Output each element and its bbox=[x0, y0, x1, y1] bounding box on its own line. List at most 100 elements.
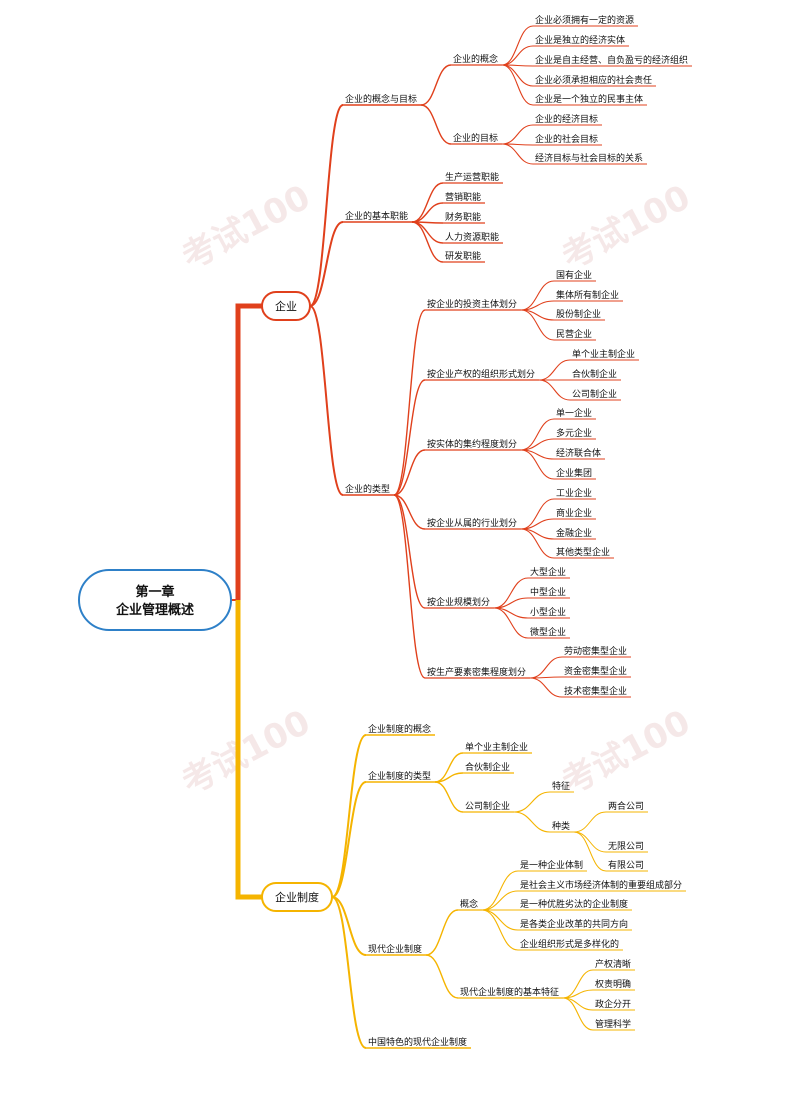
subtopic-73b04ee34f014e1a52365ea6[interactable]: 现代企业制度的基本特征 bbox=[460, 986, 559, 998]
item-4e2d578b4f014e1a[interactable]: 中型企业 bbox=[530, 586, 566, 598]
item-67099650516c53f8[interactable]: 有限公司 bbox=[608, 859, 644, 871]
item-4f014e1a5fc5987b62e56709[interactable]: 企业必须拥有一定的资源 bbox=[535, 14, 634, 26]
item-6c1184254f014e1a[interactable]: 民营企业 bbox=[556, 328, 592, 340]
connector-line bbox=[434, 781, 464, 813]
connector-line bbox=[520, 449, 555, 480]
item-4f014e1a76847ecf6d4e76ee[interactable]: 企业的经济目标 bbox=[535, 113, 598, 125]
topic-73b04ee34f014e1a52365ea6[interactable]: 现代企业制度 bbox=[368, 943, 422, 955]
connector-line bbox=[425, 909, 459, 956]
subtopic-751f4ea78fd08425804c80fd[interactable]: 生产运营职能 bbox=[445, 171, 499, 183]
subtopic-4eba529b8d446e90804c80fd[interactable]: 人力资源职能 bbox=[445, 231, 499, 243]
connector-line bbox=[309, 305, 344, 496]
topic-4f014e1a52365ea676847c7b[interactable]: 企业制度的类型 bbox=[368, 770, 431, 782]
connector-line bbox=[393, 494, 426, 609]
item-5fae578b4f014e1a[interactable]: 微型企业 bbox=[530, 626, 566, 638]
branch-node-4f014e1a[interactable]: 企业 bbox=[261, 291, 311, 321]
item-72795f81[interactable]: 特征 bbox=[552, 780, 570, 792]
subtopic-53554e2a4e1a4e3b52364f01[interactable]: 单个业主制企业 bbox=[465, 741, 528, 753]
subtopic-63094f014e1a89c46a215212[interactable]: 按企业规模划分 bbox=[427, 596, 490, 608]
subtopic-63094f014e1a4ece5c5e7684[interactable]: 按企业从属的行业划分 bbox=[427, 517, 517, 529]
connector-line bbox=[420, 104, 452, 145]
item-4f014e1a7684793e4f1a76ee[interactable]: 企业的社会目标 bbox=[535, 133, 598, 145]
connector-line bbox=[411, 182, 444, 223]
item-4f014e1a662f72ec7acb7684[interactable]: 企业是独立的经济实体 bbox=[535, 34, 625, 46]
branch-node-4f014e1a52365ea6[interactable]: 企业制度 bbox=[261, 882, 333, 912]
topic-4f014e1a52365ea676846982[interactable]: 企业制度的概念 bbox=[368, 723, 431, 735]
item-67438d23660e786e[interactable]: 权责明确 bbox=[595, 978, 631, 990]
item-53554e2a4e1a4e3b52364f01[interactable]: 单个业主制企业 bbox=[572, 348, 635, 360]
topic-4f014e1a768457fa672c804c[interactable]: 企业的基本职能 bbox=[345, 210, 408, 222]
connector-line bbox=[562, 997, 594, 1011]
item-51764ed67c7b578b4f014e1a[interactable]: 其他类型企业 bbox=[556, 546, 610, 558]
item-7ecf6d4e805454084f53[interactable]: 经济联合体 bbox=[556, 447, 601, 459]
connector-line bbox=[538, 379, 571, 401]
connector-line bbox=[501, 124, 534, 145]
connector-line bbox=[393, 494, 426, 679]
subtopic-63094f014e1a4ea767437684[interactable]: 按企业产权的组织形式划分 bbox=[427, 368, 535, 380]
item-91d1878d4f014e1a[interactable]: 金融企业 bbox=[556, 527, 592, 539]
connector-line bbox=[393, 494, 426, 530]
item-5c0f578b4f014e1a[interactable]: 小型企业 bbox=[530, 606, 566, 618]
connector-line bbox=[331, 781, 367, 898]
item-662f4e0079cd4f014e1a4f53[interactable]: 是一种企业体制 bbox=[520, 859, 583, 871]
item-662f793e4f1a4e3b4e495e02[interactable]: 是社会主义市场经济体制的重要组成部分 bbox=[520, 879, 682, 891]
item-5de54e1a4f014e1a[interactable]: 工业企业 bbox=[556, 487, 592, 499]
connector-line bbox=[501, 64, 534, 87]
subtopic-6309751f4ea789817d205bc6[interactable]: 按生产要素密集程度划分 bbox=[427, 666, 526, 678]
item-4f014e1a662f81ea4e3b7ecf[interactable]: 企业是自主经营、自负盈亏的经济组织 bbox=[535, 54, 688, 66]
item-5927578b4f014e1a[interactable]: 大型企业 bbox=[530, 566, 566, 578]
item-55464e1a4f014e1a[interactable]: 商业企业 bbox=[556, 507, 592, 519]
subtopic-69825ff5[interactable]: 概念 bbox=[460, 898, 478, 910]
item-7ecf6d4e76ee68074e0e793e[interactable]: 经济目标与社会目标的关系 bbox=[535, 152, 643, 164]
connector-line bbox=[309, 104, 344, 307]
connector-line bbox=[493, 607, 529, 639]
topic-4f014e1a768469825ff54e0e[interactable]: 企业的概念与目标 bbox=[345, 93, 417, 105]
item-516c53f852364f014e1a[interactable]: 公司制企业 bbox=[572, 388, 617, 400]
item-591a51434f014e1a[interactable]: 多元企业 bbox=[556, 427, 592, 439]
subtopic-516c53f852364f014e1a[interactable]: 公司制企业 bbox=[465, 800, 510, 812]
item-8d4491d15bc696c6578b4f01[interactable]: 资金密集型企业 bbox=[564, 665, 627, 677]
connector-line bbox=[393, 379, 426, 496]
item-4ea767436e056670[interactable]: 产权清晰 bbox=[595, 958, 631, 970]
connector-line bbox=[309, 221, 344, 307]
item-96c64f536240670952364f01[interactable]: 集体所有制企业 bbox=[556, 289, 619, 301]
mind-map-connectors bbox=[231, 25, 607, 1049]
item-6280672f5bc696c6578b4f01[interactable]: 技术密集型企业 bbox=[564, 685, 627, 697]
item-56fd67094f014e1a[interactable]: 国有企业 bbox=[556, 269, 592, 281]
branch-node-border bbox=[261, 291, 311, 321]
item-653f4f0152065f00[interactable]: 政企分开 bbox=[595, 998, 631, 1010]
item-4e245408516c53f8[interactable]: 两合公司 bbox=[608, 800, 644, 812]
subtopic-63095b9e4f53768496c67ea6[interactable]: 按实体的集约程度划分 bbox=[427, 438, 517, 450]
item-4f014e1a5fc5987b627f62c5[interactable]: 企业必须承担相应的社会责任 bbox=[535, 74, 652, 86]
subtopic-63094f014e1a768462958d44[interactable]: 按企业的投资主体划分 bbox=[427, 298, 517, 310]
item-65e09650516c53f8[interactable]: 无限公司 bbox=[608, 841, 644, 852]
subtopic-4f014e1a768476ee6807[interactable]: 企业的目标 bbox=[453, 132, 498, 144]
connector-line bbox=[562, 969, 594, 999]
item-662f54047c7b4f014e1a6539[interactable]: 是各类企业改革的共同方向 bbox=[520, 918, 628, 930]
connector-line bbox=[573, 811, 607, 833]
connector-line bbox=[481, 890, 519, 911]
item-4f014e1a662f4e004e2a72ec[interactable]: 企业是一个独立的民事主体 bbox=[535, 93, 643, 105]
item-7ba1740679d15b66[interactable]: 管理科学 bbox=[595, 1018, 631, 1030]
subtopic-4f014e1a768469825ff5[interactable]: 企业的概念 bbox=[453, 53, 498, 65]
item-54084f1952364f014e1a[interactable]: 合伙制企业 bbox=[572, 368, 617, 380]
connector-line bbox=[520, 280, 555, 311]
item-79cd7c7b[interactable]: 种类 bbox=[552, 820, 570, 832]
subtopic-8d2252a1804c80fd[interactable]: 财务职能 bbox=[445, 211, 481, 223]
item-53554e004f014e1a[interactable]: 单一企业 bbox=[556, 407, 592, 419]
item-52b352a85bc696c6578b4f01[interactable]: 劳动密集型企业 bbox=[564, 645, 627, 657]
item-80a14efd52364f014e1a[interactable]: 股份制企业 bbox=[556, 308, 601, 320]
subtopic-84259500804c80fd[interactable]: 营销职能 bbox=[445, 191, 481, 203]
item-4f014e1a96c656e2[interactable]: 企业集团 bbox=[556, 467, 592, 479]
connector-line bbox=[520, 498, 555, 530]
subtopic-54084f1952364f014e1a[interactable]: 合伙制企业 bbox=[465, 761, 510, 773]
item-662f4e0079cd4f1880dc52a3[interactable]: 是一种优胜劣汰的企业制度 bbox=[520, 898, 628, 910]
subtopic-781453d1804c80fd[interactable]: 研发职能 bbox=[445, 250, 481, 262]
item-4f014e1a7ec47ec75f625f0f[interactable]: 企业组织形式是多样化的 bbox=[520, 938, 619, 950]
connector-line bbox=[513, 791, 551, 813]
connector-line bbox=[520, 418, 555, 451]
topic-4e2d56fd72798272768473b0[interactable]: 中国特色的现代企业制度 bbox=[368, 1036, 467, 1048]
topic-4f014e1a76847c7b578b[interactable]: 企业的类型 bbox=[345, 483, 390, 495]
connector-line bbox=[481, 909, 519, 931]
